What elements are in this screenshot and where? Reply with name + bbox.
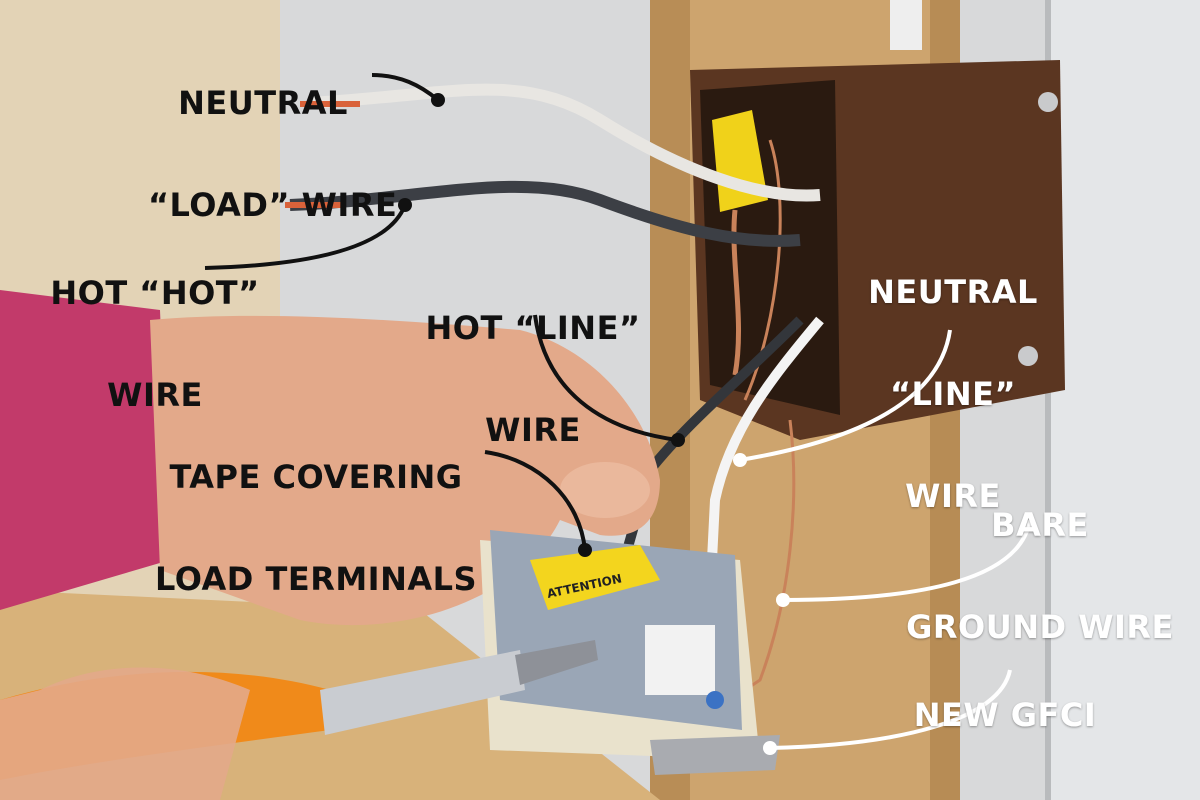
- leader-neutral-line: [739, 329, 952, 462]
- label-new-gfci: NEW GFCI: [905, 630, 1105, 800]
- hot-line-wire: [605, 316, 804, 612]
- label-hot-line-line2: WIRE: [485, 411, 581, 449]
- leader-new-gfci: [769, 669, 1012, 750]
- leader-bare-ground: [782, 519, 1032, 602]
- leader-dot-hot-hot: [398, 198, 412, 212]
- label-tape-line1: TAPE COVERING: [169, 458, 463, 496]
- warning-tape: [530, 545, 660, 610]
- leader-dot-bare-ground: [776, 593, 790, 607]
- leader-dot-new-gfci: [763, 741, 777, 755]
- bare-ground-wire: [729, 419, 796, 702]
- label-hot-line-line1: HOT “LINE”: [425, 309, 641, 347]
- mounting-strap: [650, 735, 780, 775]
- hot-load-wire: [289, 180, 801, 247]
- label-tape: TAPE COVERING LOAD TERMINALS: [146, 392, 486, 664]
- leader-dot-neutral-line: [733, 453, 747, 467]
- label-bare-ground-line2: GROUND WIRE: [906, 608, 1174, 646]
- label-hot-hot-line2: WIRE: [107, 376, 203, 414]
- cable-entry: [890, 0, 922, 50]
- leader-hot-hot: [204, 204, 407, 270]
- label-new-gfci-line1: NEW GFCI: [913, 696, 1097, 734]
- neutral-line-wire: [705, 316, 824, 601]
- label-neutral-load: NEUTRAL “LOAD” WIRE: [148, 18, 398, 290]
- label-tape-line2: LOAD TERMINALS: [154, 560, 478, 598]
- box-screw-top: [1038, 92, 1058, 112]
- leader-dot-hot-line: [671, 433, 685, 447]
- outlet-label-sticker: [645, 625, 715, 695]
- label-neutral-load-line2: “LOAD” WIRE: [148, 186, 398, 224]
- shirt-sleeve: [0, 290, 170, 610]
- label-neutral-line-line3: WIRE: [905, 477, 1001, 515]
- screwdriver-tip: [515, 640, 598, 685]
- screwdriver-shaft: [320, 650, 525, 735]
- leader-hot-line: [533, 314, 679, 442]
- twisted-ground-copper: [731, 209, 741, 376]
- neutral-load-wire: [309, 83, 821, 202]
- leader-tape: [484, 450, 587, 551]
- label-hot-hot: HOT “HOT” WIRE: [40, 208, 270, 480]
- label-hot-hot-line1: HOT “HOT”: [50, 274, 260, 312]
- label-neutral-load-line1: NEUTRAL: [178, 84, 348, 122]
- box-screw-bottom: [1018, 346, 1038, 366]
- label-neutral-line-line1: NEUTRAL: [868, 273, 1038, 311]
- label-neutral-line-line2: “LINE”: [890, 375, 1016, 413]
- wall-seam: [1045, 0, 1051, 800]
- label-bare-ground-line1: BARE: [991, 506, 1089, 544]
- label-bare-ground: BARE GROUND WIRE: [895, 440, 1185, 712]
- ground-screw: [706, 691, 724, 709]
- label-neutral-line: NEUTRAL “LINE” WIRE: [858, 207, 1048, 581]
- leader-dot-neutral-load: [431, 93, 445, 107]
- lower-hand: [0, 667, 250, 800]
- label-hot-line: HOT “LINE” WIRE: [418, 243, 648, 515]
- leader-dot-tape: [578, 543, 592, 557]
- right-wall-panel: [1050, 0, 1200, 800]
- thumb: [560, 462, 650, 518]
